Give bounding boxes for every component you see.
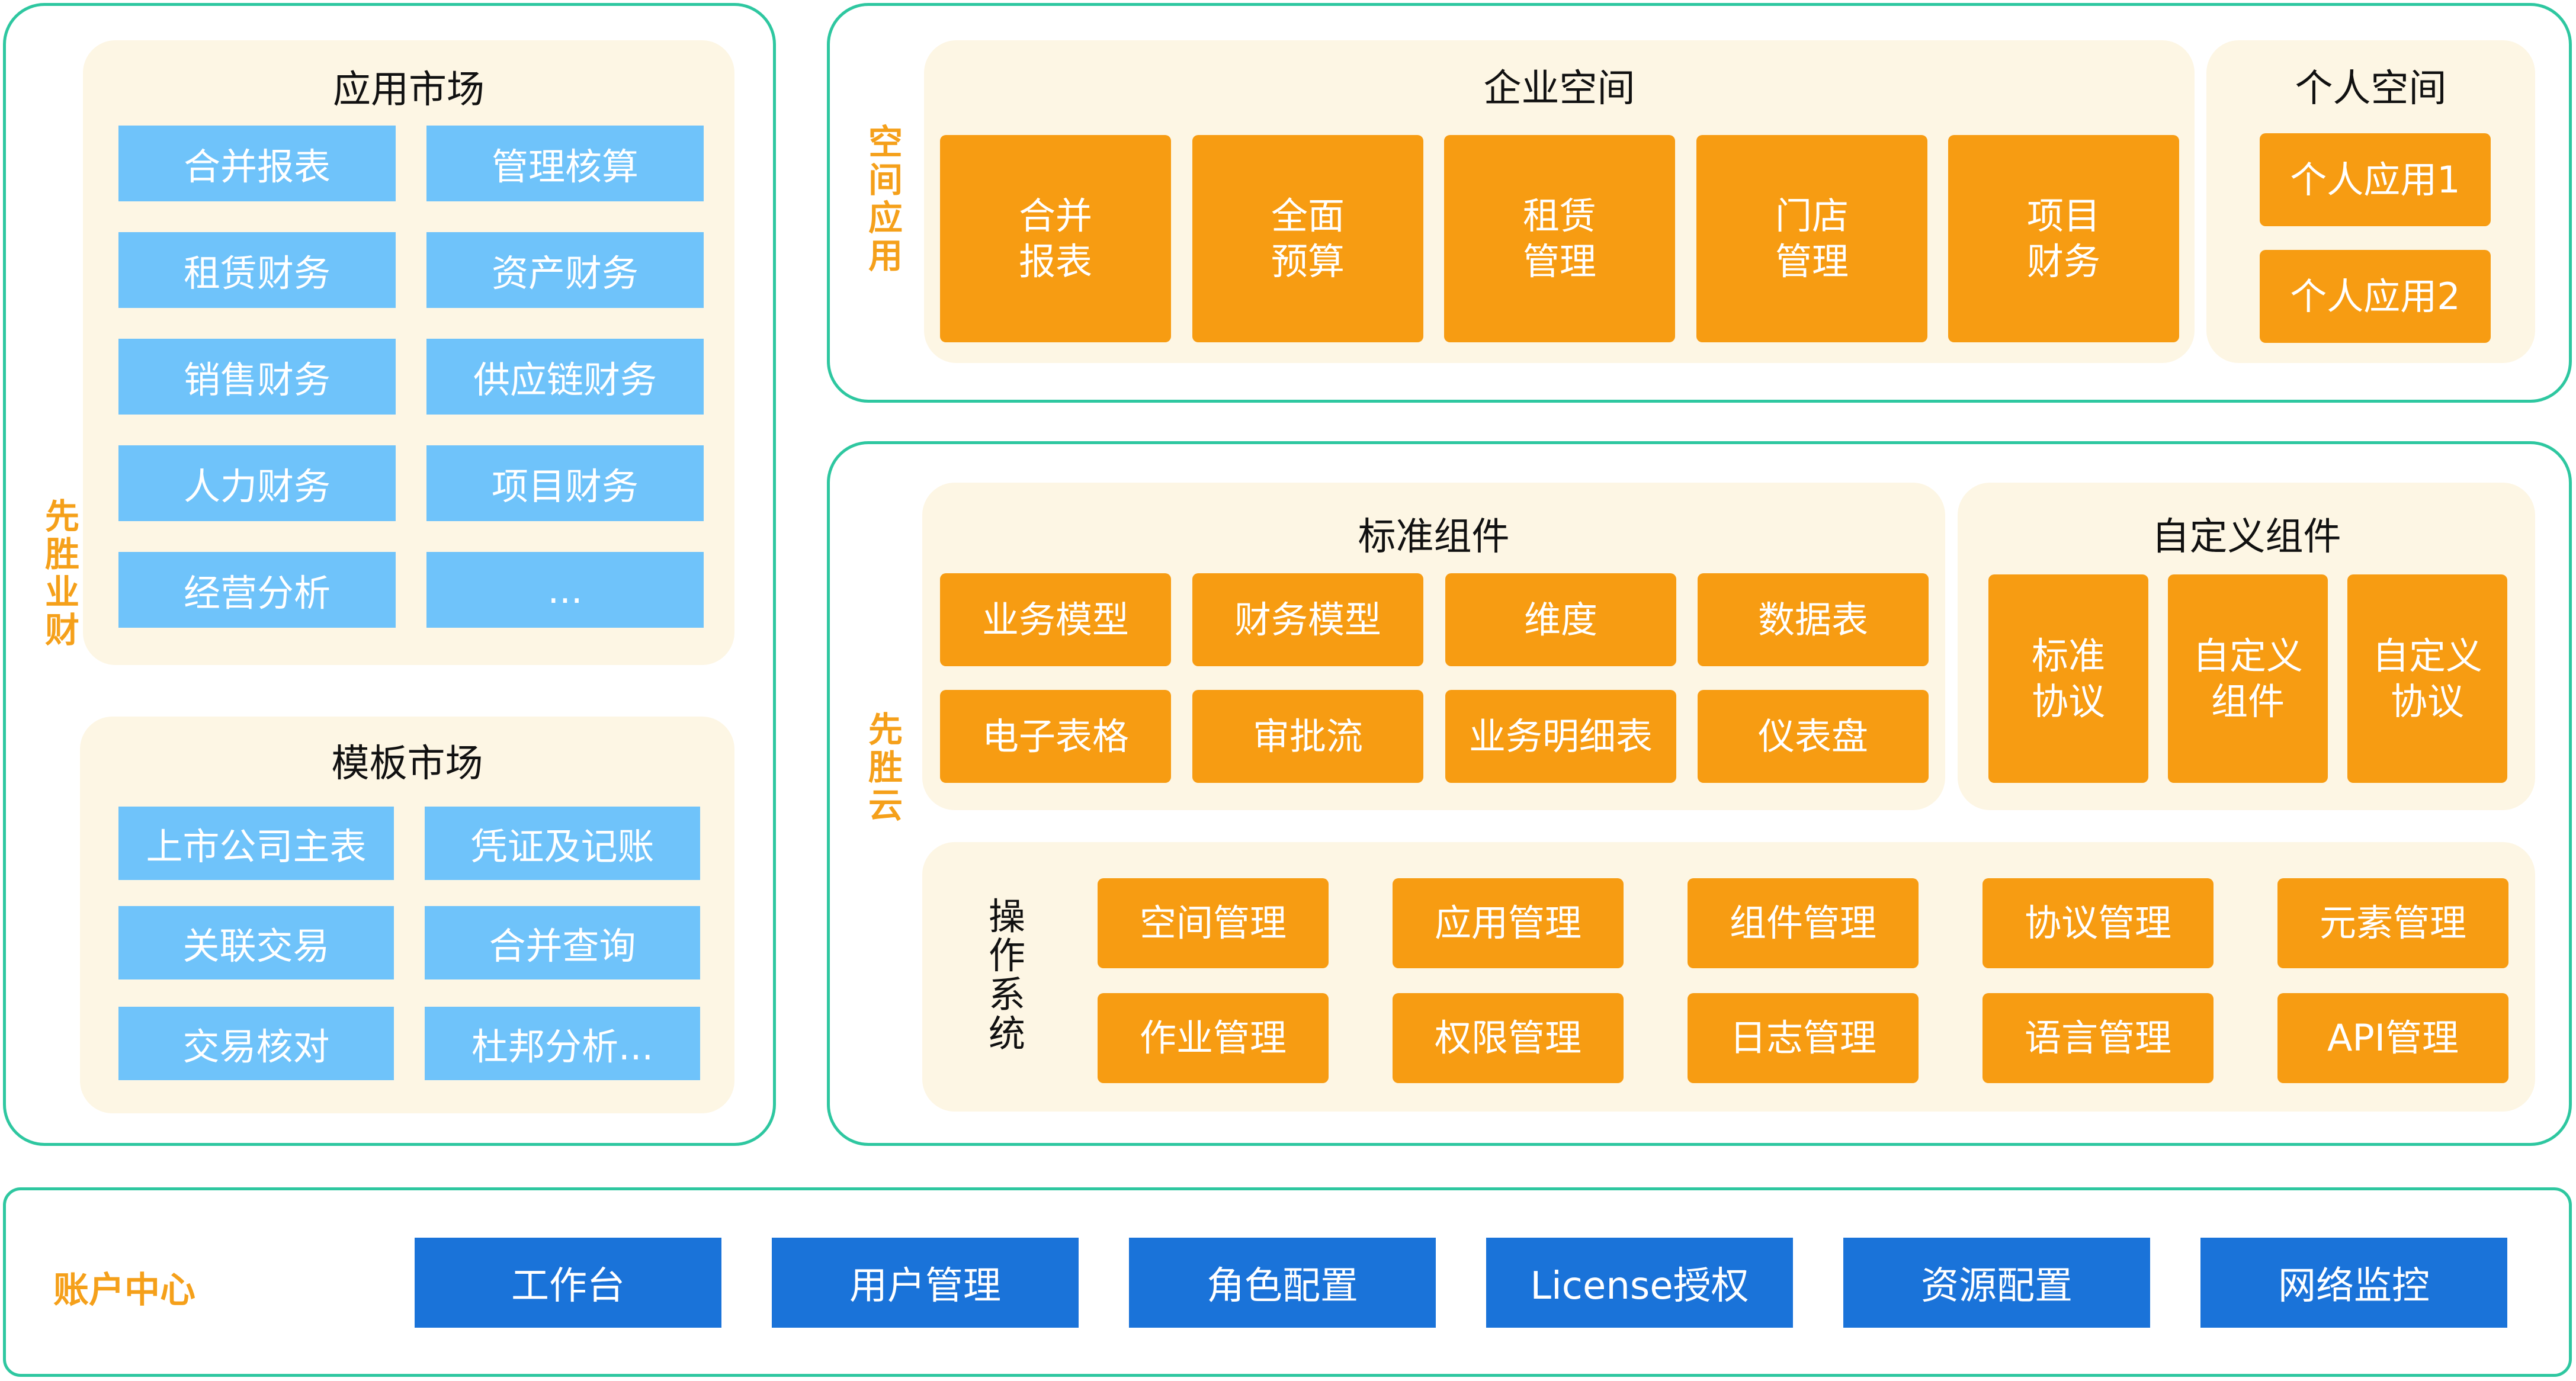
standard-component-item[interactable]: 业务明细表 [1445,690,1676,783]
standard-component-item[interactable]: 财务模型 [1192,573,1423,666]
template-market-item[interactable]: 上市公司主表 [118,807,394,880]
os-item[interactable]: 权限管理 [1393,993,1624,1083]
enterprise-space-title: 企业空间 [1483,67,1635,111]
custom-component-item[interactable]: 自定义 组件 [2168,574,2328,783]
personal-space-item[interactable]: 个人应用2 [2260,250,2491,343]
app-market-item[interactable]: 销售财务 [118,339,396,415]
app-market-item[interactable]: ... [426,552,704,628]
template-market-item[interactable]: 杜邦分析... [425,1007,700,1080]
standard-components-title: 标准组件 [1358,515,1510,559]
template-market-item[interactable]: 合并查询 [425,906,700,979]
app-market-item[interactable]: 管理核算 [426,126,704,201]
account-center-frame [3,1187,2572,1377]
custom-component-item[interactable]: 自定义 协议 [2347,574,2507,783]
app-market-item[interactable]: 人力财务 [118,445,396,521]
template-market-item[interactable]: 交易核对 [118,1007,394,1080]
personal-space-title: 个人空间 [2295,67,2447,111]
app-market-item[interactable]: 项目财务 [426,445,704,521]
personal-space-item[interactable]: 个人应用1 [2260,133,2491,226]
template-market-item[interactable]: 关联交易 [118,906,394,979]
custom-component-item[interactable]: 标准 协议 [1988,574,2148,783]
template-market-title: 模板市场 [331,742,483,786]
enterprise-space-item[interactable]: 全面 预算 [1192,135,1423,342]
standard-component-item[interactable]: 维度 [1445,573,1676,666]
app-market-item[interactable]: 租赁财务 [118,232,396,308]
standard-component-item[interactable]: 电子表格 [940,690,1171,783]
standard-component-item[interactable]: 业务模型 [940,573,1171,666]
enterprise-space-item[interactable]: 租赁 管理 [1444,135,1675,342]
os-item[interactable]: 组件管理 [1688,878,1919,968]
standard-component-item[interactable]: 审批流 [1192,690,1423,783]
os-item[interactable]: 语言管理 [1982,993,2214,1083]
space-apps-label: 空间应用 [868,122,903,276]
xiansheng-yecai-label: 先胜业财 [44,496,79,650]
standard-component-item[interactable]: 仪表盘 [1698,690,1929,783]
os-item[interactable]: 空间管理 [1098,878,1329,968]
enterprise-space-item[interactable]: 合并 报表 [940,135,1171,342]
template-market-item[interactable]: 凭证及记账 [425,807,700,880]
os-item[interactable]: 作业管理 [1098,993,1329,1083]
app-market-item[interactable]: 资产财务 [426,232,704,308]
os-item[interactable]: 元素管理 [2277,878,2508,968]
account-center-label: 账户中心 [53,1270,195,1311]
account-item-license[interactable]: License授权 [1486,1238,1793,1328]
app-market-item[interactable]: 合并报表 [118,126,396,201]
account-item-network-monitor[interactable]: 网络监控 [2200,1238,2507,1328]
os-item[interactable]: 日志管理 [1688,993,1919,1083]
account-item-resource-config[interactable]: 资源配置 [1843,1238,2150,1328]
operating-system-label: 操作系统 [988,895,1025,1055]
enterprise-space-item[interactable]: 门店 管理 [1696,135,1927,342]
os-item[interactable]: 协议管理 [1982,878,2214,968]
app-market-item[interactable]: 供应链财务 [426,339,704,415]
account-item-role-config[interactable]: 角色配置 [1129,1238,1436,1328]
custom-components-title: 自定义组件 [2151,515,2341,559]
enterprise-space-item[interactable]: 项目 财务 [1948,135,2179,342]
os-item[interactable]: API管理 [2277,993,2508,1083]
account-item-user-management[interactable]: 用户管理 [772,1238,1079,1328]
standard-component-item[interactable]: 数据表 [1698,573,1929,666]
os-item[interactable]: 应用管理 [1393,878,1624,968]
xiansheng-cloud-label: 先胜云 [868,709,903,826]
app-market-item[interactable]: 经营分析 [118,552,396,628]
app-market-title: 应用市场 [333,68,485,112]
account-item-workbench[interactable]: 工作台 [415,1238,721,1328]
